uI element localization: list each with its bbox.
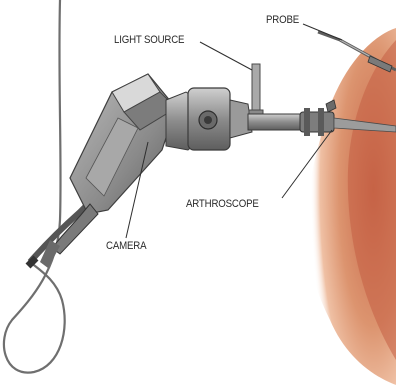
probe-leader	[303, 24, 342, 40]
label-light-source: LIGHT SOURCE	[114, 34, 184, 46]
light-source-leader	[200, 42, 252, 70]
camera-cable	[4, 0, 65, 373]
light-source-post	[249, 64, 263, 120]
label-camera: CAMERA	[106, 240, 146, 252]
coupler	[166, 88, 252, 150]
label-arthroscope: ARTHROSCOPE	[186, 198, 259, 210]
label-probe: PROBE	[266, 14, 299, 26]
